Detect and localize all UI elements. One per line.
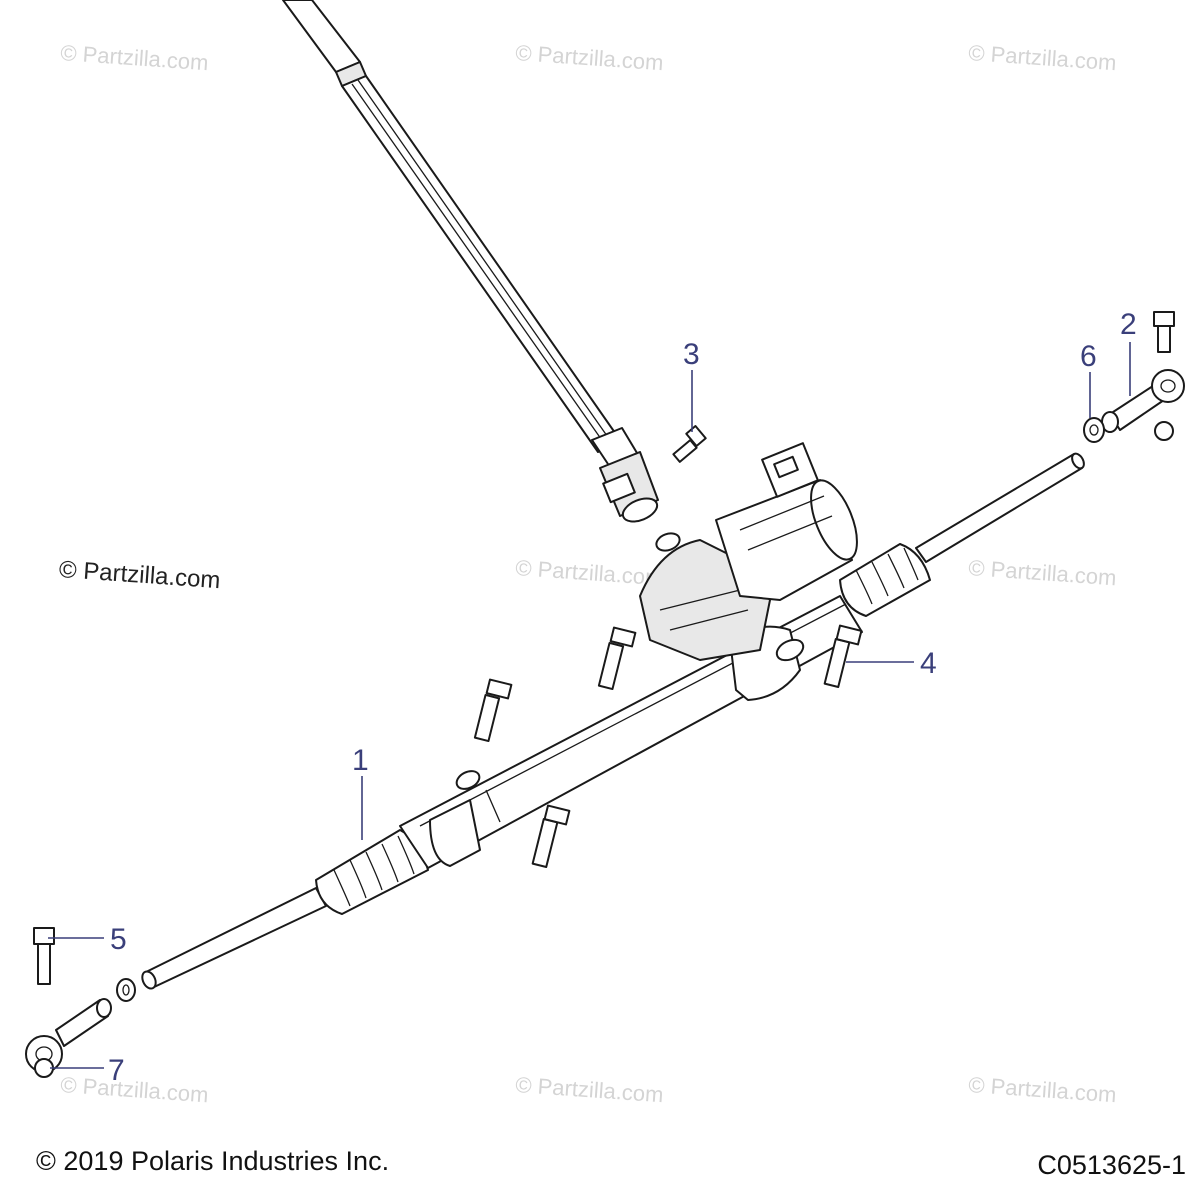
watermark-tile: © Partzilla.com (968, 40, 1118, 75)
watermark-tile: © Partzilla.com (515, 1072, 665, 1107)
jam-nut-left (116, 978, 136, 1002)
callout-leaders (48, 342, 1131, 1069)
tie-rod-end-right (1101, 369, 1185, 433)
callout-2: 2 (1120, 308, 1137, 341)
callout-5: 5 (110, 923, 127, 956)
callout-4: 4 (920, 647, 937, 680)
drawing-number: C0513625-1 (1037, 1150, 1186, 1180)
watermark-tile: © Partzilla.com (60, 1072, 210, 1107)
steering-rack (141, 442, 1085, 990)
watermark-tile: © Partzilla.com (968, 555, 1118, 590)
rack-mount-bolts (473, 624, 863, 869)
callout-7: 7 (108, 1054, 125, 1087)
callout-6: 6 (1080, 340, 1097, 373)
copyright-notice: © 2019 Polaris Industries Inc. (36, 1146, 390, 1176)
tie-rod-end-nut-right (1154, 421, 1174, 441)
bolt (473, 678, 513, 743)
bolt (531, 804, 571, 869)
tie-rod-end-bolt-right (1153, 311, 1175, 353)
watermark-tile: © Partzilla.com (968, 1072, 1118, 1107)
bolt (597, 626, 637, 691)
watermark-tile: © Partzilla.com (60, 40, 210, 75)
callout-1: 1 (352, 744, 369, 777)
jam-nut (1083, 417, 1105, 443)
steering-shaft (282, 0, 659, 523)
callout-3: 3 (683, 338, 700, 371)
callout-numbers: 1 2 3 4 5 6 7 (108, 308, 1137, 1087)
tie-rod-end-bolt-left (33, 927, 55, 985)
watermark-tile: © Partzilla.com (515, 555, 665, 590)
bolt (823, 624, 863, 689)
shaft-bolt (672, 425, 707, 463)
watermark-tile: © Partzilla.com (515, 40, 665, 75)
